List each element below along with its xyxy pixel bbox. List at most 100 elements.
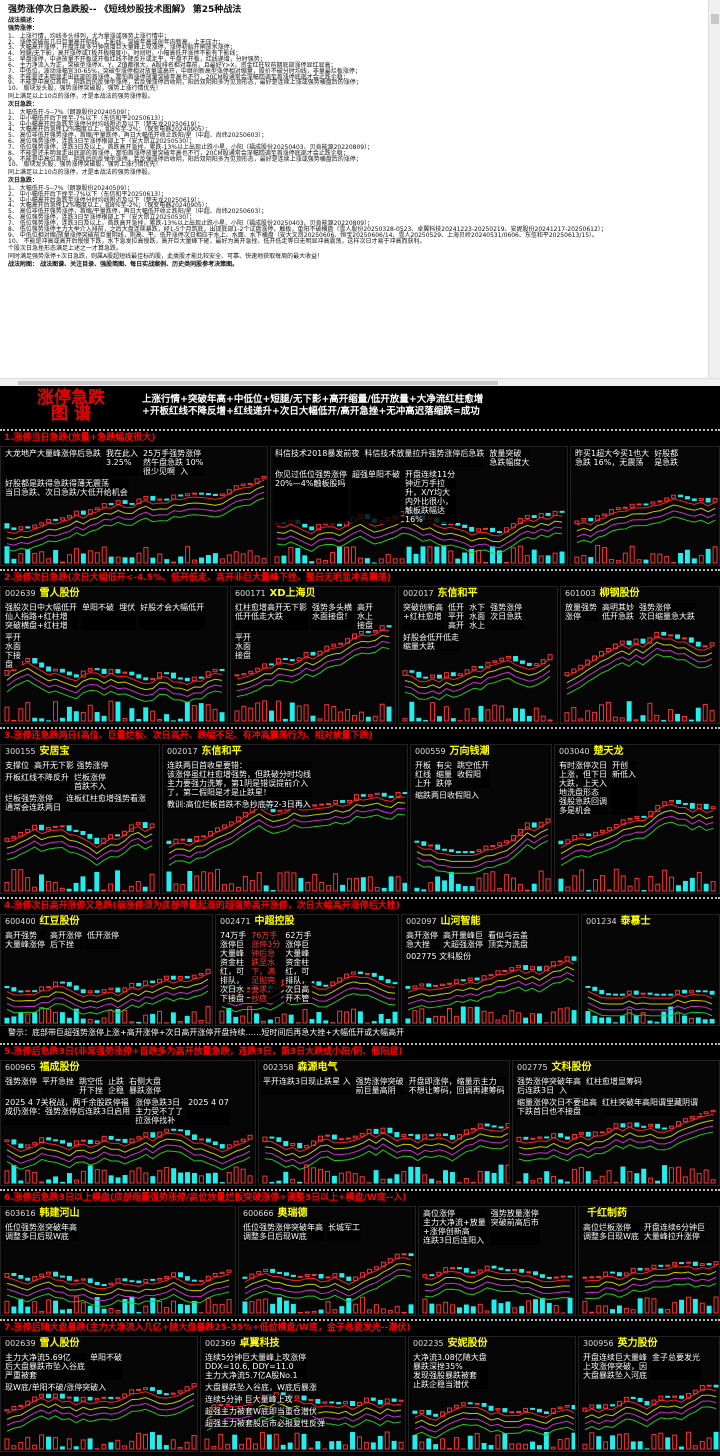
chart-annotation: 单阳不破 埋伏 xyxy=(81,603,136,630)
volume-bar xyxy=(624,1434,628,1449)
stock-chart-panel: 科信技术2018暴发前夜科信技术放量拉升强势涨停后急跌放量突破 急跌幅度大你见过… xyxy=(270,446,568,566)
candle xyxy=(513,1269,517,1270)
volume-bar xyxy=(102,547,106,563)
volume-bar xyxy=(130,1022,134,1023)
volume-bar xyxy=(434,1445,438,1449)
volume-bar xyxy=(607,1018,611,1023)
chart-annotation: 强势涨停突破年高 后连跌3日 入 xyxy=(516,1077,582,1095)
moving-average-line xyxy=(415,1407,574,1421)
candle xyxy=(185,977,189,978)
stock-code: 003040 xyxy=(559,747,590,756)
volume-bar xyxy=(74,1447,78,1449)
volume-bar xyxy=(299,879,303,891)
candle xyxy=(192,975,196,978)
vertical-scrollbar[interactable] xyxy=(708,0,720,378)
volume-bar xyxy=(60,1310,64,1313)
volume-bar xyxy=(429,883,433,891)
volume-bar xyxy=(130,558,134,563)
volume-bar xyxy=(209,873,213,891)
volume-bar xyxy=(423,1299,427,1313)
volume-bar xyxy=(263,701,267,721)
chart-annotation: 放量强势 涨停 xyxy=(564,603,598,621)
volume-bar xyxy=(673,1303,677,1313)
volume-bar xyxy=(655,1022,659,1023)
candle xyxy=(655,994,659,995)
volume-bar xyxy=(213,554,217,563)
candle xyxy=(637,504,641,505)
candle xyxy=(441,984,445,985)
volume-bar xyxy=(123,719,127,721)
volume-bar xyxy=(40,1311,44,1313)
candle xyxy=(116,988,120,992)
candle xyxy=(12,988,16,991)
volume-bar xyxy=(282,556,286,563)
volume-bar xyxy=(663,1166,667,1183)
candle xyxy=(478,1270,482,1273)
annotation-group xyxy=(582,929,719,934)
volume-bar xyxy=(227,1300,231,1313)
volume-bar xyxy=(243,876,247,891)
volume-bar xyxy=(621,876,625,891)
volume-bar xyxy=(431,703,435,721)
volume-bar xyxy=(298,1182,302,1183)
candle xyxy=(95,991,99,993)
volume-bar xyxy=(47,1300,51,1313)
chart-annotation: 好股都是跌得急跌得薄无震荡 当日急跌、次日急跌/大低开给机会 xyxy=(4,479,129,497)
candle xyxy=(696,642,700,646)
volume-bar xyxy=(652,1435,656,1449)
candle xyxy=(150,824,154,828)
volume-bar xyxy=(659,1309,663,1313)
chart-annotation: 好股才会大幅低开 xyxy=(139,603,205,630)
scrollbar-thumb[interactable] xyxy=(711,14,719,24)
volume-bar xyxy=(316,1442,320,1449)
horizontal-scrollbar[interactable] xyxy=(0,378,720,386)
candle xyxy=(74,1280,78,1281)
candle xyxy=(278,1272,282,1273)
volume-bar xyxy=(547,1303,551,1313)
moving-average-line xyxy=(425,1270,570,1282)
candle xyxy=(95,508,99,510)
chart-annotation: 平开急挫 xyxy=(41,1077,75,1095)
candle xyxy=(590,1405,594,1408)
volume-bar xyxy=(434,1016,438,1023)
section-header: 1.涨停当日急跌(放量+急跌幅度很大) xyxy=(0,429,720,446)
volume-bar xyxy=(130,1297,134,1313)
volume-bar xyxy=(130,709,134,721)
candle xyxy=(624,1397,628,1401)
stock-code: 300956 xyxy=(583,1339,614,1348)
volume-bar xyxy=(498,888,502,891)
moving-average-line xyxy=(7,1286,229,1301)
volume-bar xyxy=(144,1435,148,1449)
moving-average-line xyxy=(7,492,264,545)
volume-bar xyxy=(354,1304,358,1313)
candle xyxy=(624,1273,628,1276)
banner-title-line2: 图 谱 xyxy=(6,406,136,422)
banner: 涨停急跌 图 谱 上涨行情+突破年高+中低位+短腿/无下影+高开缩量/低开放量+… xyxy=(0,386,720,426)
candle xyxy=(491,846,495,847)
volume-bar xyxy=(449,872,453,891)
chart-annotation: 高位烂板涨停 调整多日现W底 xyxy=(582,1223,640,1241)
stock-code: 002235 xyxy=(413,1339,444,1348)
chart-annotation: 高开强势 大量峰涨停 xyxy=(4,931,46,949)
candle xyxy=(714,1385,718,1387)
candle xyxy=(158,1279,162,1281)
volume-bar xyxy=(95,553,99,563)
chart-annotation: 主力大净流5.69亿 后大盘暴跌市坠入谷底 严重被套 xyxy=(4,1353,86,1380)
candle xyxy=(685,497,689,499)
volume-bar xyxy=(493,705,497,721)
candle xyxy=(666,1265,670,1266)
volume-bar xyxy=(387,707,391,721)
volume-bar xyxy=(123,558,127,563)
volume-bar xyxy=(74,883,78,891)
volume-bar xyxy=(102,716,106,721)
volume-bar xyxy=(116,1310,120,1313)
volume-bar xyxy=(597,1306,601,1313)
volume-bar xyxy=(676,1167,680,1183)
moving-average-line xyxy=(7,844,152,865)
volume-bar xyxy=(298,1312,302,1313)
volume-bar xyxy=(334,874,338,891)
scrollbar-thumb[interactable] xyxy=(18,381,498,385)
volume-bar xyxy=(74,1297,78,1313)
candle xyxy=(136,823,140,825)
